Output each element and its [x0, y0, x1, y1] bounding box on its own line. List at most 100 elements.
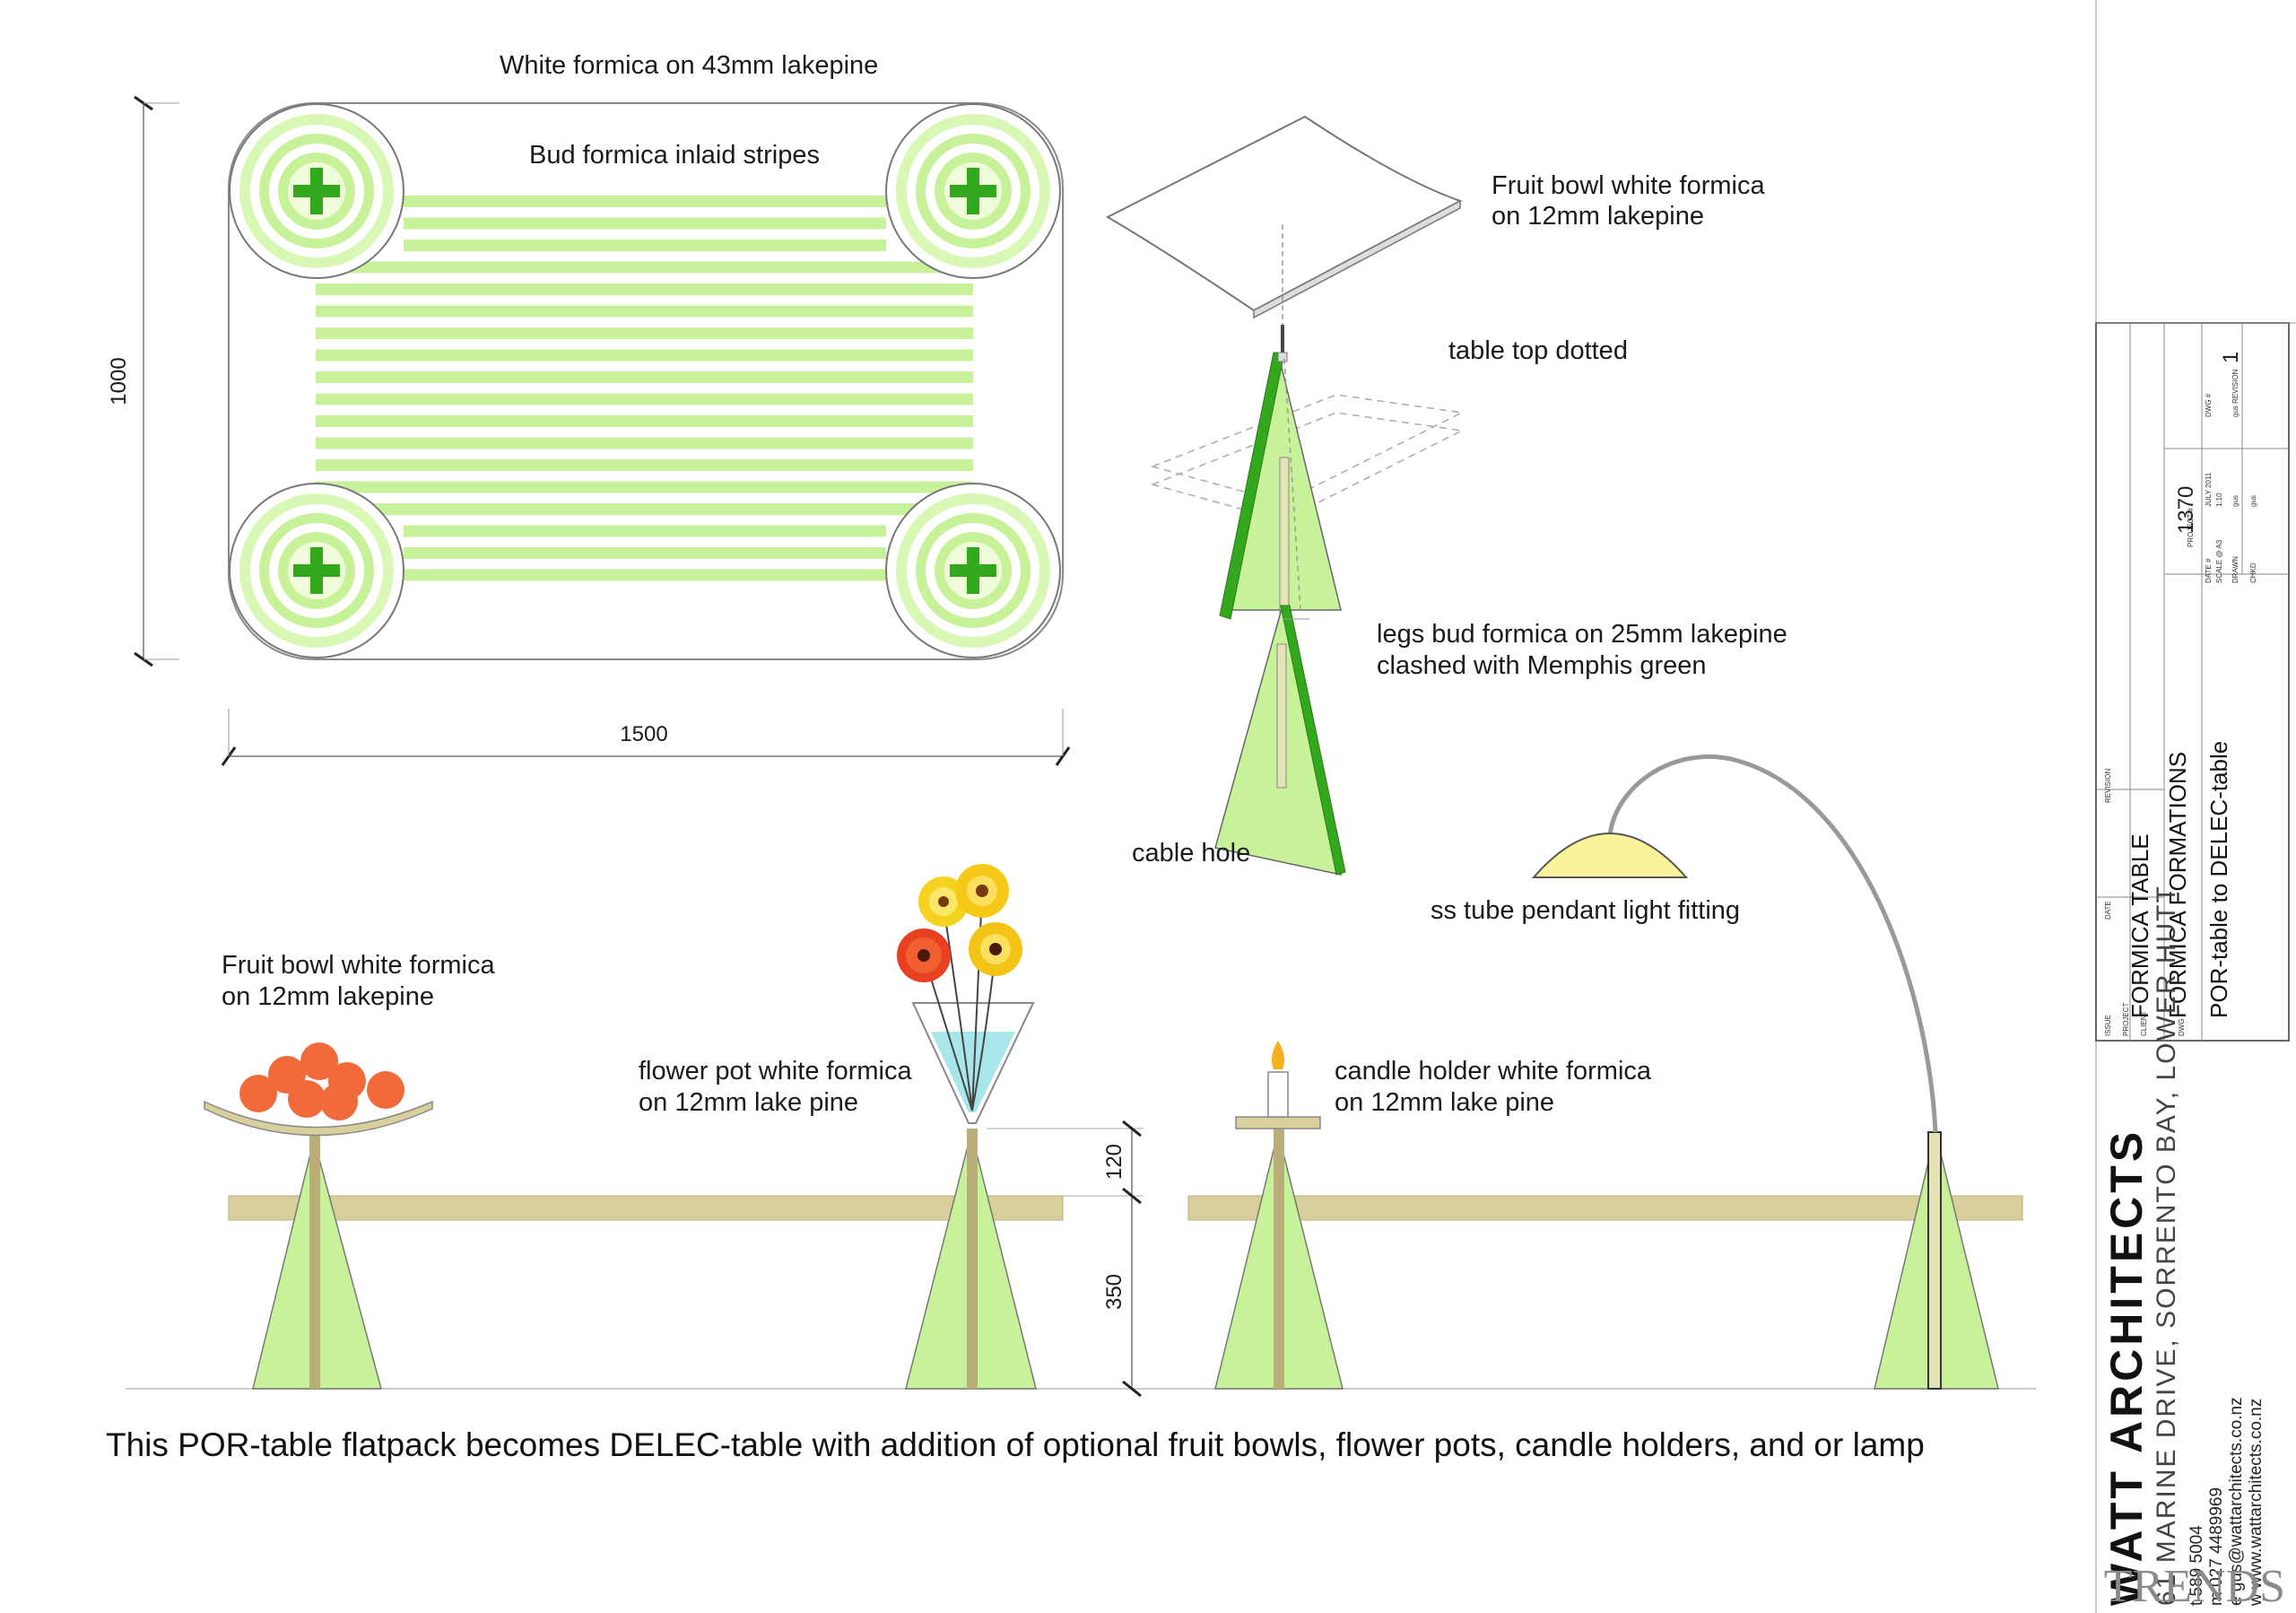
tb-field-dwg-revision: gus REVISION: [2231, 369, 2239, 417]
fruit: [367, 1071, 404, 1109]
tb-field-chkd: CHKD: [2249, 562, 2257, 583]
leg-flower-pot: [897, 864, 1037, 1390]
fruit-bowl-label-2: on 12mm lakepine: [222, 982, 434, 1011]
dim-lower-label: 350: [1102, 1274, 1126, 1310]
title-block: ISSUE CLIENT DWG PROJECT DATE REVISION F…: [2095, 0, 2296, 1613]
candle-holder: [1235, 1116, 1321, 1129]
flower-red: [897, 929, 951, 982]
fruit: [288, 1080, 326, 1118]
corner-disc-top-right: [885, 103, 1061, 279]
inlaid-stripe: [316, 261, 973, 274]
tb-project-name: FORMICA TABLE: [2126, 833, 2153, 1018]
inlaid-stripe: [316, 437, 973, 449]
fruit-bowl-label-1: Fruit bowl white formica: [222, 951, 495, 980]
inlaid-stripe: [404, 525, 886, 537]
tb-field-date-no: DATE #: [2205, 558, 2213, 583]
cable-hole-label: cable hole: [1132, 839, 1250, 868]
inlaid-stripe: [316, 371, 973, 383]
tb-field-scale-value: 1:10: [2215, 493, 2223, 507]
plan-view: White formica on 43mm lakepine Bud formi…: [107, 51, 1071, 766]
elevation-dimensions: [987, 1120, 1144, 1398]
elevation-table-right: [1187, 1195, 2023, 1221]
tb-field-revision: REVISION: [2104, 769, 2112, 803]
lamp-label: ss tube pendant light fitting: [1431, 896, 1740, 925]
elevation-view: Fruit bowl white formica on 12mm lakepin…: [106, 754, 2036, 1463]
inlaid-stripe: [316, 283, 973, 295]
drawing-caption: This POR-table flatpack becomes DELEC-ta…: [106, 1426, 1925, 1463]
inlaid-stripes: [316, 196, 973, 581]
candle-holder-label-2: on 12mm lake pine: [1335, 1088, 1554, 1117]
firm-logo: WATT ARCHITECTS: [2101, 1129, 2152, 1606]
contact-email: e gus@wattarchitects.co.nz: [2227, 1397, 2246, 1606]
title-block-frame: [2095, 322, 2290, 1042]
candle: [1267, 1071, 1289, 1118]
flower-yellow: [955, 864, 1009, 918]
dim-width-label: 1500: [620, 722, 667, 746]
inlaid-stripe: [404, 547, 886, 559]
dim-height-label: 1000: [107, 357, 131, 405]
contact-mobile: m 027 4489969: [2207, 1487, 2226, 1606]
lamp-tube: [1607, 754, 1938, 1133]
tb-field-issue: ISSUE: [2104, 1015, 2112, 1036]
tb-sheet-number: 1: [2219, 352, 2243, 363]
fruit: [300, 1042, 338, 1080]
inlaid-stripe: [404, 196, 886, 207]
trends-watermark: TRENDS: [2104, 1561, 2285, 1612]
stripes-label: Bud formica inlaid stripes: [529, 141, 820, 170]
tb-client-name: FORMICA FORMATIONS: [2164, 752, 2191, 1018]
exploded-bowl-label-2: on 12mm lakepine: [1492, 202, 1704, 231]
inlaid-stripe: [404, 569, 886, 581]
candle-holder-label-1: candle holder white formica: [1335, 1057, 1652, 1086]
tb-project-number: 1370: [2174, 486, 2198, 534]
plan-title: White formica on 43mm lakepine: [500, 51, 878, 80]
legs-label-2: clashed with Memphis green: [1377, 651, 1707, 680]
corner-disc-bottom-right: [885, 483, 1061, 658]
inlaid-stripe: [316, 481, 973, 493]
elevation-table-left: [228, 1195, 1064, 1221]
firm-address: 61 MARINE DRIVE, SORRENTO BAY, LOWER HUT…: [2152, 885, 2181, 1606]
lamp-shade: [1531, 833, 1689, 878]
contact-phone: t 589 5004: [2187, 1525, 2206, 1606]
inlaid-stripe: [316, 459, 973, 471]
legs-label-1: legs bud formica on 25mm lakepine: [1377, 620, 1787, 649]
exploded-bowl-label-1: Fruit bowl white formica: [1492, 171, 1765, 200]
inlaid-stripe: [316, 305, 973, 318]
corner-disc-top-left: [229, 103, 404, 279]
leg-lamp: [1531, 754, 1999, 1390]
leg-fruit-bowl: [204, 1042, 433, 1390]
inlaid-stripe: [316, 415, 973, 427]
tb-field-chkd-value: gus: [2249, 495, 2257, 507]
flower-yellow: [969, 922, 1022, 976]
tb-field-dwg: DWG: [2178, 1018, 2186, 1036]
table-top-label: table top dotted: [1448, 336, 1628, 365]
tb-field-drawn-value: gus: [2231, 495, 2239, 507]
inlaid-stripe: [316, 393, 973, 405]
flower-pot-label-2: on 12mm lake pine: [639, 1088, 858, 1117]
tb-field-drawn: DRAWN: [2231, 556, 2239, 583]
tb-field-scale: SCALE @ A3: [2215, 539, 2223, 583]
inlaid-stripe: [404, 217, 886, 230]
contact-website: w www.wattarchitects.co.nz: [2247, 1399, 2266, 1607]
inlaid-stripe: [404, 240, 886, 251]
fruit: [239, 1075, 277, 1112]
inlaid-stripe: [316, 327, 973, 339]
tb-field-dwg-no: DWG #: [2205, 393, 2213, 417]
leg-candle-holder: [1214, 1041, 1344, 1390]
tb-field-date-value: JULY 2011: [2205, 472, 2213, 507]
flower-pot-label-1: flower pot white formica: [639, 1057, 912, 1086]
exploded-view: Fruit bowl white formica on 12mm lakepin…: [1105, 115, 1787, 876]
firm-contacts: t 589 5004 m 027 4489969 e gus@wattarchi…: [2187, 1397, 2266, 1607]
tb-field-project: PROJECT: [2122, 1003, 2130, 1036]
tb-field-project-no: PROJECT #: [2187, 508, 2195, 547]
tb-drawing-name: POR-table to DELEC-table: [2205, 741, 2232, 1018]
dim-upper-label: 120: [1102, 1144, 1126, 1180]
fruit: [320, 1083, 358, 1120]
candle-flame: [1271, 1041, 1285, 1069]
inlaid-stripe: [316, 503, 973, 515]
tb-field-client: CLIENT: [2140, 1010, 2148, 1036]
fruit-bowl-elevation: [204, 1100, 433, 1137]
exploded-fruit-bowl: [1105, 115, 1463, 312]
corner-disc-bottom-left: [229, 483, 404, 658]
tb-field-date: DATE: [2104, 901, 2112, 920]
